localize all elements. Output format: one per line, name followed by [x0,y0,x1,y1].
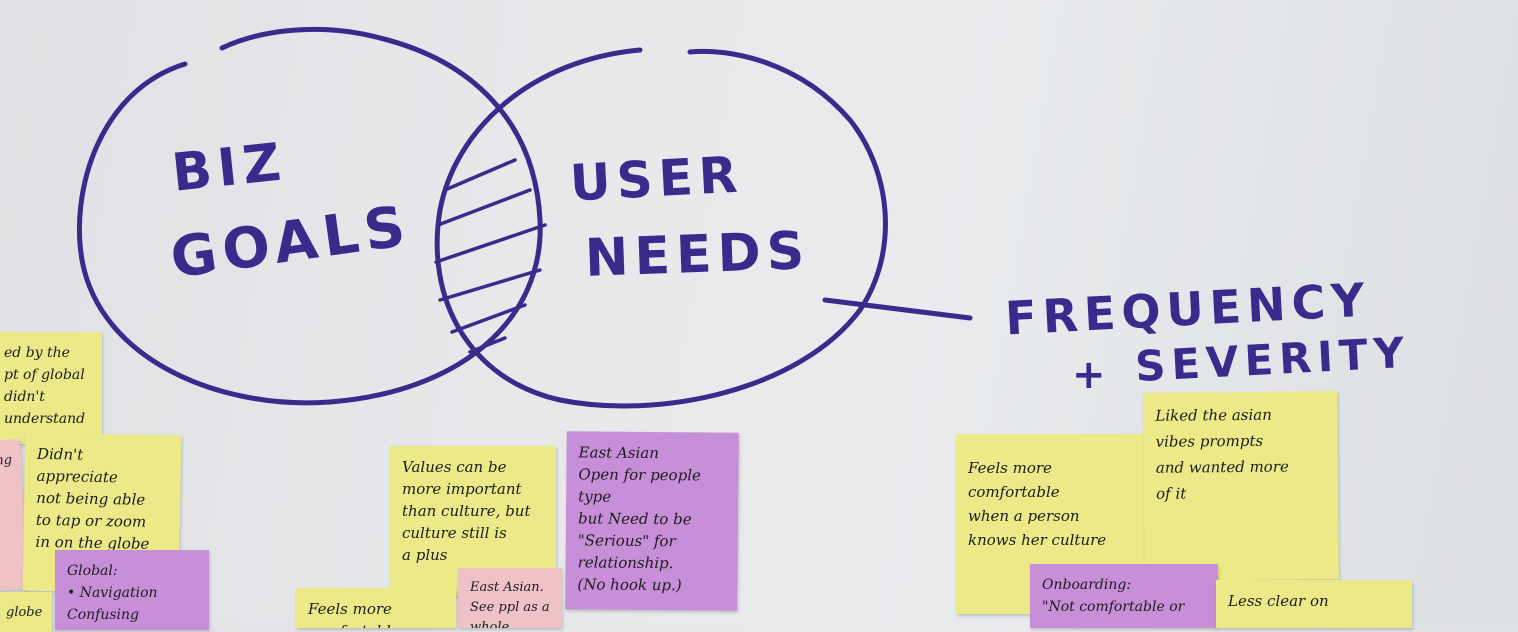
annotation-connector [822,297,973,321]
right-circle [434,47,888,409]
sticky-note: Onboarding: "Not comfortable or [1030,564,1218,628]
plus-label: + [1072,352,1112,398]
left-circle [77,26,543,406]
sticky-note: Liked the asian vibes prompts and wanted… [1143,391,1339,581]
sticky-note: ed by the pt of global didn't understand [0,332,102,444]
biz-label: BIZ [169,132,290,204]
intersection-hatching [434,158,547,354]
sticky-note: Feels more comfortable when a person kno… [296,588,456,628]
needs-label: NEEDS [584,221,812,289]
sticky-note: Global: • Navigation Confusing • Don't G… [55,550,209,630]
sticky-note: globe [0,592,52,632]
sticky-note: East Asian. See ppl as a whole [458,568,562,628]
user-label: USER [568,145,745,213]
sticky-note: Feels more comfortable when a person kno… [956,434,1146,614]
sticky-note: Less clear on [1216,580,1412,628]
sticky-note: East Asian Open for people type but Need… [565,431,739,611]
